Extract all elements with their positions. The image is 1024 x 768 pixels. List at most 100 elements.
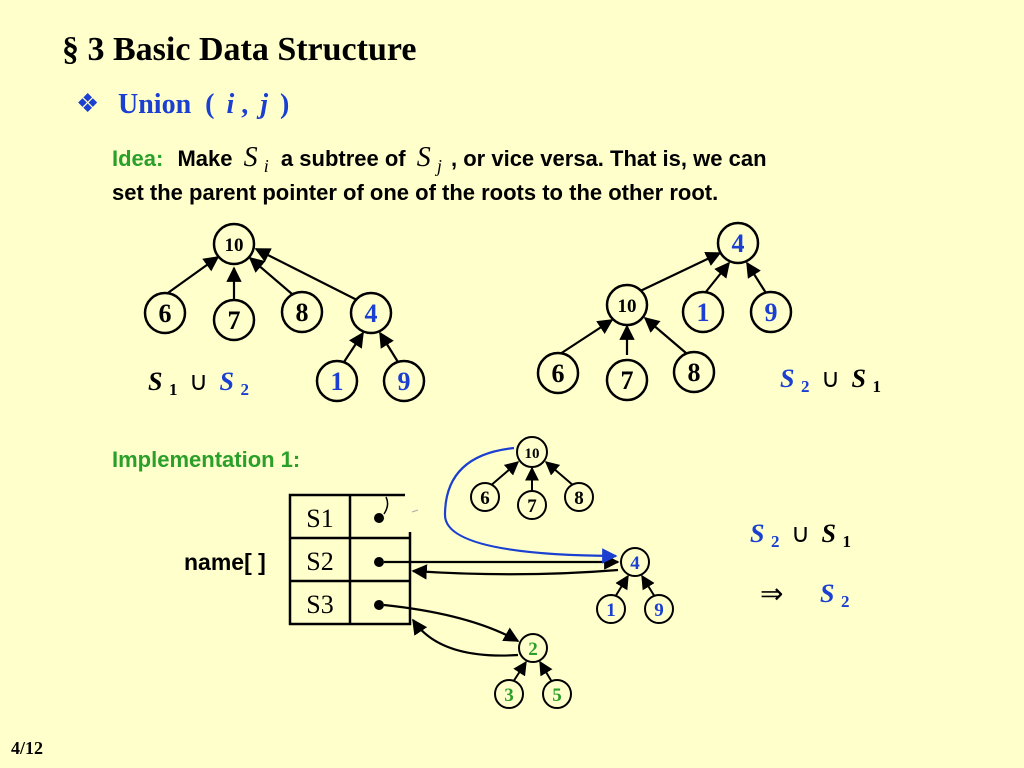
small-tree-10: 10 6 7 8	[470, 436, 594, 520]
small-bot-node-5	[542, 679, 572, 709]
small-tree-2: 2 3 5	[494, 633, 572, 709]
table-row-s2: S2	[306, 547, 333, 576]
idea-sj: S	[417, 142, 431, 173]
result-union: S 2 ∪ S 1	[750, 519, 851, 553]
small-mid-node-4	[620, 547, 650, 577]
result-r-sub: 2	[841, 592, 850, 611]
small-top-node-6	[470, 482, 500, 512]
tree2-node-10-label: 10	[618, 296, 637, 317]
idea-label: Idea:	[112, 146, 163, 171]
idea-si-sub: i	[264, 156, 269, 176]
tree1-node-1-label: 1	[331, 367, 344, 396]
tree2-node-4	[716, 221, 760, 265]
result-value: S 2	[820, 579, 849, 611]
tree1-node-7-label: 7	[228, 306, 241, 335]
name-table: S1 S2 S3	[288, 492, 415, 626]
tree2-node-4-label: 4	[732, 229, 745, 258]
tree2-node-1-label: 1	[697, 298, 710, 327]
tree2-node-7	[605, 358, 649, 402]
small-top-node-7-label: 7	[527, 496, 537, 517]
idea-sj-sub: j	[435, 156, 442, 176]
idea-line2: set the parent pointer of one of the roo…	[112, 180, 718, 205]
tree2-node-6	[536, 351, 580, 395]
small-bot-node-3	[494, 679, 524, 709]
small-tree-10-edges	[488, 461, 575, 492]
slide-title: § 3 Basic Data Structure	[62, 31, 416, 68]
small-top-node-8	[564, 482, 594, 512]
small-mid-node-9-label: 9	[654, 600, 664, 621]
table-row-s1: S1	[306, 504, 333, 533]
small-top-node-10	[516, 436, 548, 468]
label1-b: S	[220, 367, 234, 396]
bullet-icon: ❖	[76, 89, 99, 118]
result-r: S	[820, 579, 834, 608]
small-bot-node-5-label: 5	[552, 685, 562, 706]
tree2-node-6-label: 6	[552, 359, 565, 388]
name-array-label: name[ ]	[184, 549, 266, 575]
tree2-nodes: 4 10 1 9 6 7 8	[536, 221, 793, 402]
label2-b-sub: 1	[872, 377, 881, 396]
label2-op: ∪	[821, 364, 840, 393]
label1-a-sub: 1	[169, 380, 178, 399]
subtitle: Union ( i , j )	[118, 89, 289, 120]
tree2-node-8-label: 8	[688, 358, 701, 387]
subtitle-open: (	[205, 89, 214, 120]
result-op: ∪	[791, 519, 810, 548]
small-bot-node-2	[518, 633, 548, 663]
idea-si: S	[244, 142, 258, 173]
small-top-node-8-label: 8	[574, 488, 584, 509]
svg-text:Union ( i ,: Union ( i , j )	[118, 89, 289, 120]
page-number: 4/12	[11, 738, 43, 758]
result-b: S	[822, 519, 836, 548]
label-s1-union-s2: S 1 ∪ S 2	[148, 367, 249, 401]
tree1-node-10	[212, 222, 256, 266]
pointer-arrows	[383, 446, 620, 657]
small-tree-4: 4 1 9	[596, 547, 674, 624]
small-mid-node-1-label: 1	[606, 600, 616, 621]
subtitle-close: )	[280, 89, 289, 120]
small-mid-node-9	[644, 594, 674, 624]
small-tree-4-edges	[614, 574, 656, 598]
tree2-node-1	[681, 290, 725, 334]
result-b-sub: 1	[842, 532, 851, 551]
result-a: S	[750, 519, 764, 548]
tree-s2-union-s1	[559, 252, 767, 355]
label1-op: ∪	[189, 367, 208, 396]
tree1-node-6	[143, 291, 187, 335]
subtitle-j: j	[256, 89, 268, 120]
pointer-dot-s1	[374, 513, 384, 523]
svg-text:Idea: Make S: Idea: Make S i a subtree of S j , or vic…	[112, 142, 767, 177]
small-bot-node-2-label: 2	[528, 639, 538, 660]
small-tree-2-edges	[512, 660, 553, 683]
small-top-node-6-label: 6	[480, 488, 490, 509]
label2-a: S	[780, 364, 794, 393]
tree2-node-9-label: 9	[765, 298, 778, 327]
pointer-dot-s3	[374, 600, 384, 610]
result-a-sub: 2	[771, 532, 780, 551]
tree1-node-10-label: 10	[225, 235, 244, 256]
small-bot-node-3-label: 3	[504, 685, 514, 706]
tree1-node-8	[280, 290, 324, 334]
small-mid-node-1	[596, 594, 626, 624]
tree1-node-1	[315, 359, 359, 403]
label-s2-union-s1: S 2 ∪ S 1	[780, 364, 881, 398]
tree1-node-9	[382, 359, 426, 403]
tree-s1-union-s2	[164, 248, 399, 366]
label2-a-sub: 2	[801, 377, 810, 396]
tree1-node-7	[212, 298, 256, 342]
tree1-node-9-label: 9	[398, 367, 411, 396]
result-implies-icon: ⇒	[760, 579, 783, 610]
small-top-node-7	[517, 490, 547, 520]
tree1-node-4-label: 4	[365, 299, 378, 328]
table-row-s3: S3	[306, 590, 333, 619]
implementation-label: Implementation 1:	[112, 447, 300, 472]
tree1-node-4	[349, 291, 393, 335]
tree1-node-8-label: 8	[296, 298, 309, 327]
small-top-node-10-label: 10	[525, 446, 540, 462]
subtitle-word: Union	[118, 89, 192, 120]
idea-make: Make	[177, 146, 232, 171]
tree2-node-10	[605, 283, 649, 327]
tree2-node-7-label: 7	[621, 366, 634, 395]
idea-tail: , or vice versa. That is, we can	[451, 146, 767, 171]
idea-text: Idea: Make S i a subtree of S j , or vic…	[112, 142, 767, 205]
